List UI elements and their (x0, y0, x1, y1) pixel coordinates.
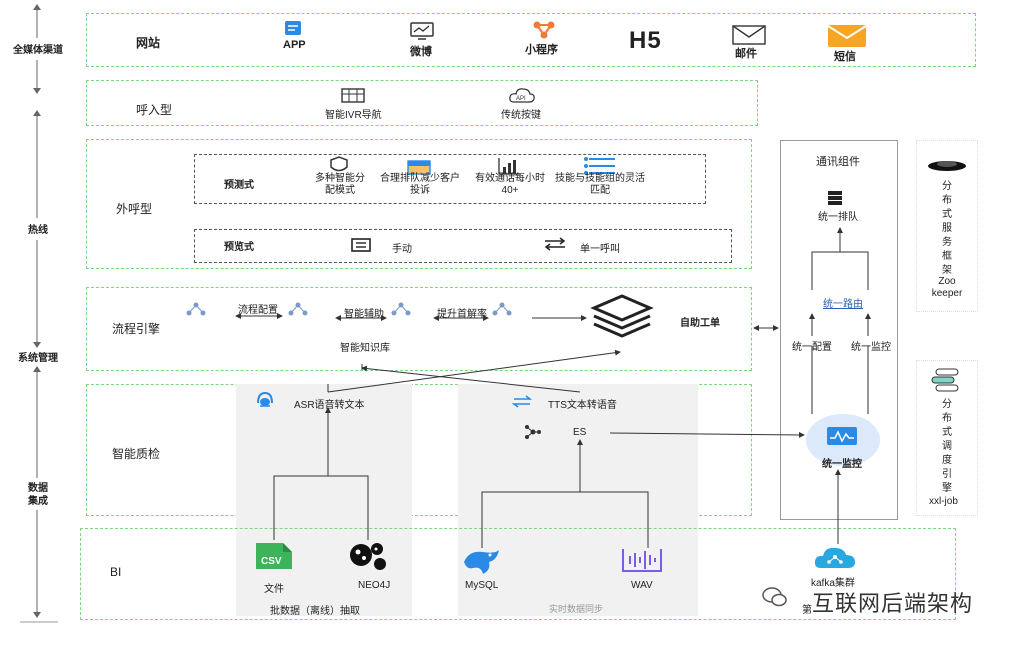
predictive-item-3: 有效通话每小时 40+ (475, 173, 545, 196)
es-label: ES (573, 427, 587, 438)
row-website (86, 13, 976, 67)
comm-queue-label: 统一排队 (818, 212, 858, 223)
refresh-icon (511, 394, 533, 413)
list-icon (351, 238, 371, 257)
comm-route-link[interactable]: 统一路由 (823, 299, 863, 310)
knowledge-base-label: 智能知识库 (340, 343, 390, 354)
svg-text:CSV: CSV (261, 556, 282, 567)
side-label-data-integration: 数据 集成 (28, 483, 48, 507)
predictive-box (194, 154, 706, 204)
neo4j-icon (347, 540, 389, 577)
tts-label: TTS文本转语音 (548, 400, 617, 411)
queue-box-icon (406, 158, 432, 181)
predictive-item-2: 合理排队减少客户 投诉 (380, 173, 460, 196)
xxljob-vertical-text: 分 布 式 调 度 引 擎 (942, 399, 952, 494)
weibo-icon (410, 22, 434, 45)
row-quality-title: 智能质检 (112, 447, 161, 461)
network-icon-1 (186, 302, 206, 321)
preview-box (194, 229, 732, 263)
miniprogram-label: 小程序 (525, 44, 558, 56)
wav-icon (622, 548, 662, 577)
xxljob-name: xxl-job (929, 496, 958, 507)
mail-icon (732, 25, 766, 50)
row-website-title: 网站 (136, 36, 161, 50)
xxljob-panel (916, 360, 978, 516)
flow-config-label: 流程配置 (238, 305, 278, 316)
face-icon (328, 156, 350, 179)
row-flow-title: 流程引擎 (112, 322, 161, 336)
comm-config-label: 统一配置 (792, 342, 832, 353)
bar-chart-icon (498, 157, 522, 180)
preview-single-call: 单一呼叫 (580, 244, 620, 255)
network-icon-3 (391, 302, 411, 321)
zookeeper-name: Zoo keeper (931, 276, 963, 299)
work-order-label: 自助工单 (680, 318, 720, 329)
asr-label: ASR语音转文本 (294, 400, 365, 411)
zookeeper-vertical-text: 分 布 式 服 务 框 架 (942, 181, 952, 276)
ivr-icon (341, 88, 365, 109)
zookeeper-icon (926, 158, 968, 177)
wav-label: WAV (631, 580, 653, 591)
kafka-label: kafka集群 (811, 578, 855, 589)
monitor-icon (826, 426, 858, 451)
api-cloud-icon: API (508, 86, 536, 111)
row-outbound-title: 外呼型 (116, 202, 153, 216)
skills-list-icon (583, 156, 617, 181)
predictive-item-4: 技能与技能组的灵活 匹配 (555, 173, 645, 196)
realtime-sync-label: 实时数据同步 (549, 604, 604, 614)
row-inbound-title: 呼入型 (136, 103, 173, 117)
app-icon (284, 20, 302, 41)
mysql-label: MySQL (465, 580, 499, 591)
headset-icon (256, 391, 274, 412)
miniprogram-icon (532, 20, 556, 45)
xxljob-icon (930, 368, 962, 397)
partial-label: 第 (802, 605, 812, 616)
predictive-title: 预测式 (224, 180, 254, 191)
comm-title: 通讯组件 (816, 156, 860, 168)
comm-monitor-label: 统一监控 (822, 459, 862, 470)
server-stack-icon (826, 190, 844, 211)
ivr-label: 智能IVR导航 (325, 110, 382, 121)
neo4j-label: NEO4J (358, 580, 391, 591)
network-icon-4 (492, 302, 512, 321)
side-label-system: 系统管理 (18, 353, 58, 364)
side-label-hotline: 热线 (28, 225, 48, 236)
smart-assist-label: 智能辅助 (344, 309, 384, 320)
watermark-text: 互联网后端架构 (812, 591, 974, 616)
network-icon-2 (288, 302, 308, 321)
predictive-item-1: 多种智能分 配模式 (315, 173, 365, 196)
zookeeper-panel (916, 140, 978, 312)
row-inbound (86, 80, 758, 126)
row-bi-title: BI (110, 565, 122, 579)
csv-icon: CSV (255, 542, 293, 575)
svg-text:API: API (516, 96, 526, 102)
file-label: 文件 (264, 584, 284, 595)
weibo-label: 微博 (410, 46, 432, 58)
cluster-icon (524, 424, 542, 445)
preview-manual: 手动 (392, 244, 412, 255)
row-outbound (86, 139, 752, 269)
side-label-channels: 全媒体渠道 (13, 45, 63, 56)
mail-label: 邮件 (735, 48, 757, 60)
preview-title: 预览式 (224, 242, 254, 253)
kafka-icon (813, 544, 857, 575)
h5-icon: H5 (629, 27, 662, 54)
layers-icon (590, 294, 654, 345)
batch-extract-label: 批数据（离线）抽取 (270, 606, 360, 617)
swap-arrows-icon (543, 236, 567, 257)
first-resolution-label: 提升首解率 (437, 309, 487, 320)
comm-monitor-small-label: 统一监控 (851, 342, 891, 353)
wechat-icon (762, 586, 788, 613)
sms-label: 短信 (834, 51, 856, 63)
app-label: APP (283, 39, 306, 51)
traditional-key-label: 传统按键 (501, 110, 541, 121)
sms-icon (827, 24, 867, 53)
mysql-icon (461, 546, 501, 581)
